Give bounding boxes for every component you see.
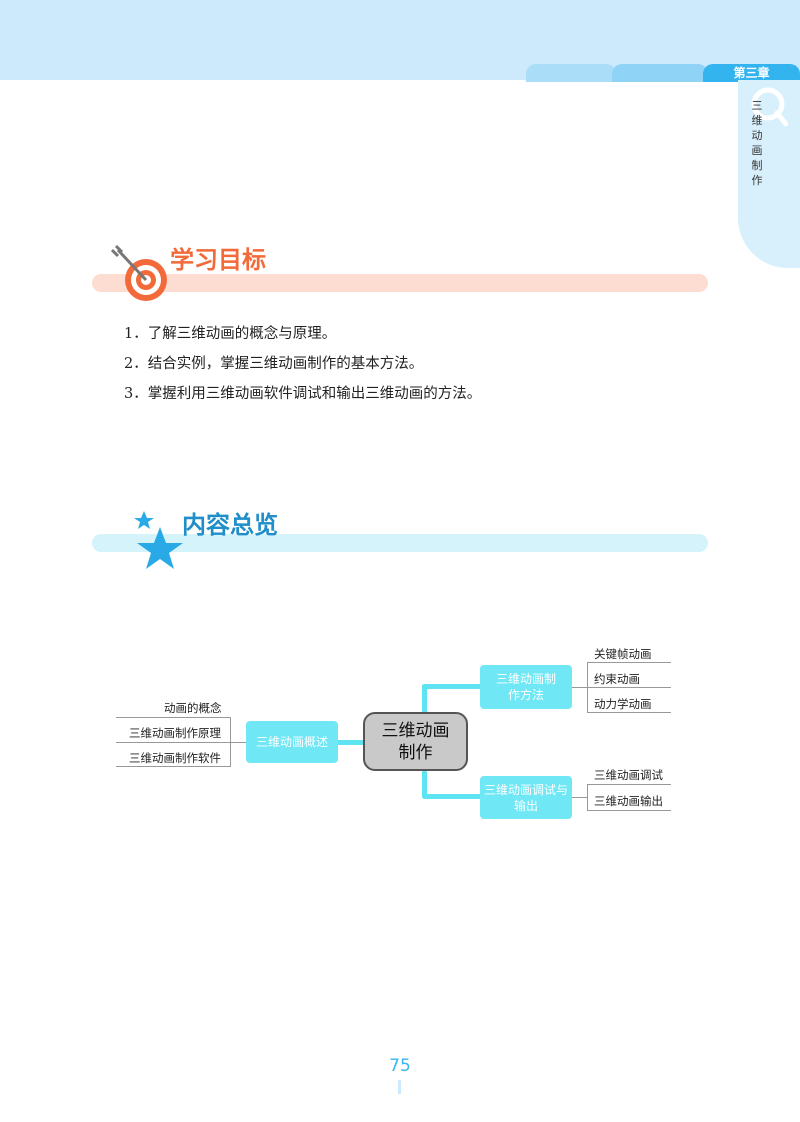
mindmap-node-debug-output: 三维动画调试与输出 <box>480 776 572 819</box>
overview-bar <box>92 534 708 552</box>
connector <box>422 794 482 799</box>
leaf-underline <box>587 810 671 811</box>
header-tab-decor-1 <box>526 64 616 82</box>
leaf-item: 三维动画调试 <box>594 768 663 782</box>
page-number-tick <box>398 1080 401 1094</box>
chapter-tab: 第三章 <box>703 64 800 82</box>
leaf-bracket <box>587 784 588 810</box>
magnifier-icon <box>751 87 788 127</box>
goals-title: 学习目标 <box>170 246 266 274</box>
target-icon <box>110 244 167 301</box>
connector <box>422 684 427 714</box>
leaf-underline <box>587 712 671 713</box>
star-icon <box>134 511 183 569</box>
connector <box>422 770 427 798</box>
mindmap-node-overview: 三维动画概述 <box>246 721 338 763</box>
leaf-underline <box>587 784 671 785</box>
leaf-connector <box>230 742 246 743</box>
overview-title: 内容总览 <box>182 511 278 539</box>
mindmap-node-methods: 三维动画制作方法 <box>480 665 572 709</box>
leaf-item: 约束动画 <box>594 672 640 686</box>
leaf-item: 动画的概念 <box>164 701 222 715</box>
leaf-underline <box>116 742 230 743</box>
goals-list: 1．了解三维动画的概念与原理。 2．结合实例，掌握三维动画制作的基本方法。 3．… <box>124 322 481 412</box>
goal-item: 2．结合实例，掌握三维动画制作的基本方法。 <box>124 356 424 372</box>
leaf-connector <box>572 797 587 798</box>
connector <box>422 684 482 689</box>
leaf-underline <box>116 766 230 767</box>
goals-bar <box>92 274 708 292</box>
side-chapter-panel <box>738 80 800 268</box>
leaf-underline <box>116 717 230 718</box>
connector <box>338 740 364 745</box>
leaf-item: 三维动画输出 <box>594 794 663 808</box>
goal-item: 1．了解三维动画的概念与原理。 <box>124 326 337 342</box>
side-title: 三维动画制作 <box>751 99 763 187</box>
goal-item: 3．掌握利用三维动画软件调试和输出三维动画的方法。 <box>124 386 482 402</box>
leaf-underline <box>587 687 671 688</box>
page-number: 75 <box>389 1056 411 1076</box>
leaf-underline <box>587 662 671 663</box>
leaf-item: 三维动画制作原理 <box>129 726 221 740</box>
leaf-item: 动力学动画 <box>594 697 652 711</box>
leaf-item: 三维动画制作软件 <box>129 751 221 765</box>
header-tab-decor-2 <box>612 64 708 82</box>
mindmap-center-node: 三维动画制作 <box>363 712 468 771</box>
leaf-connector <box>572 687 587 688</box>
leaf-item: 关键帧动画 <box>594 647 652 661</box>
